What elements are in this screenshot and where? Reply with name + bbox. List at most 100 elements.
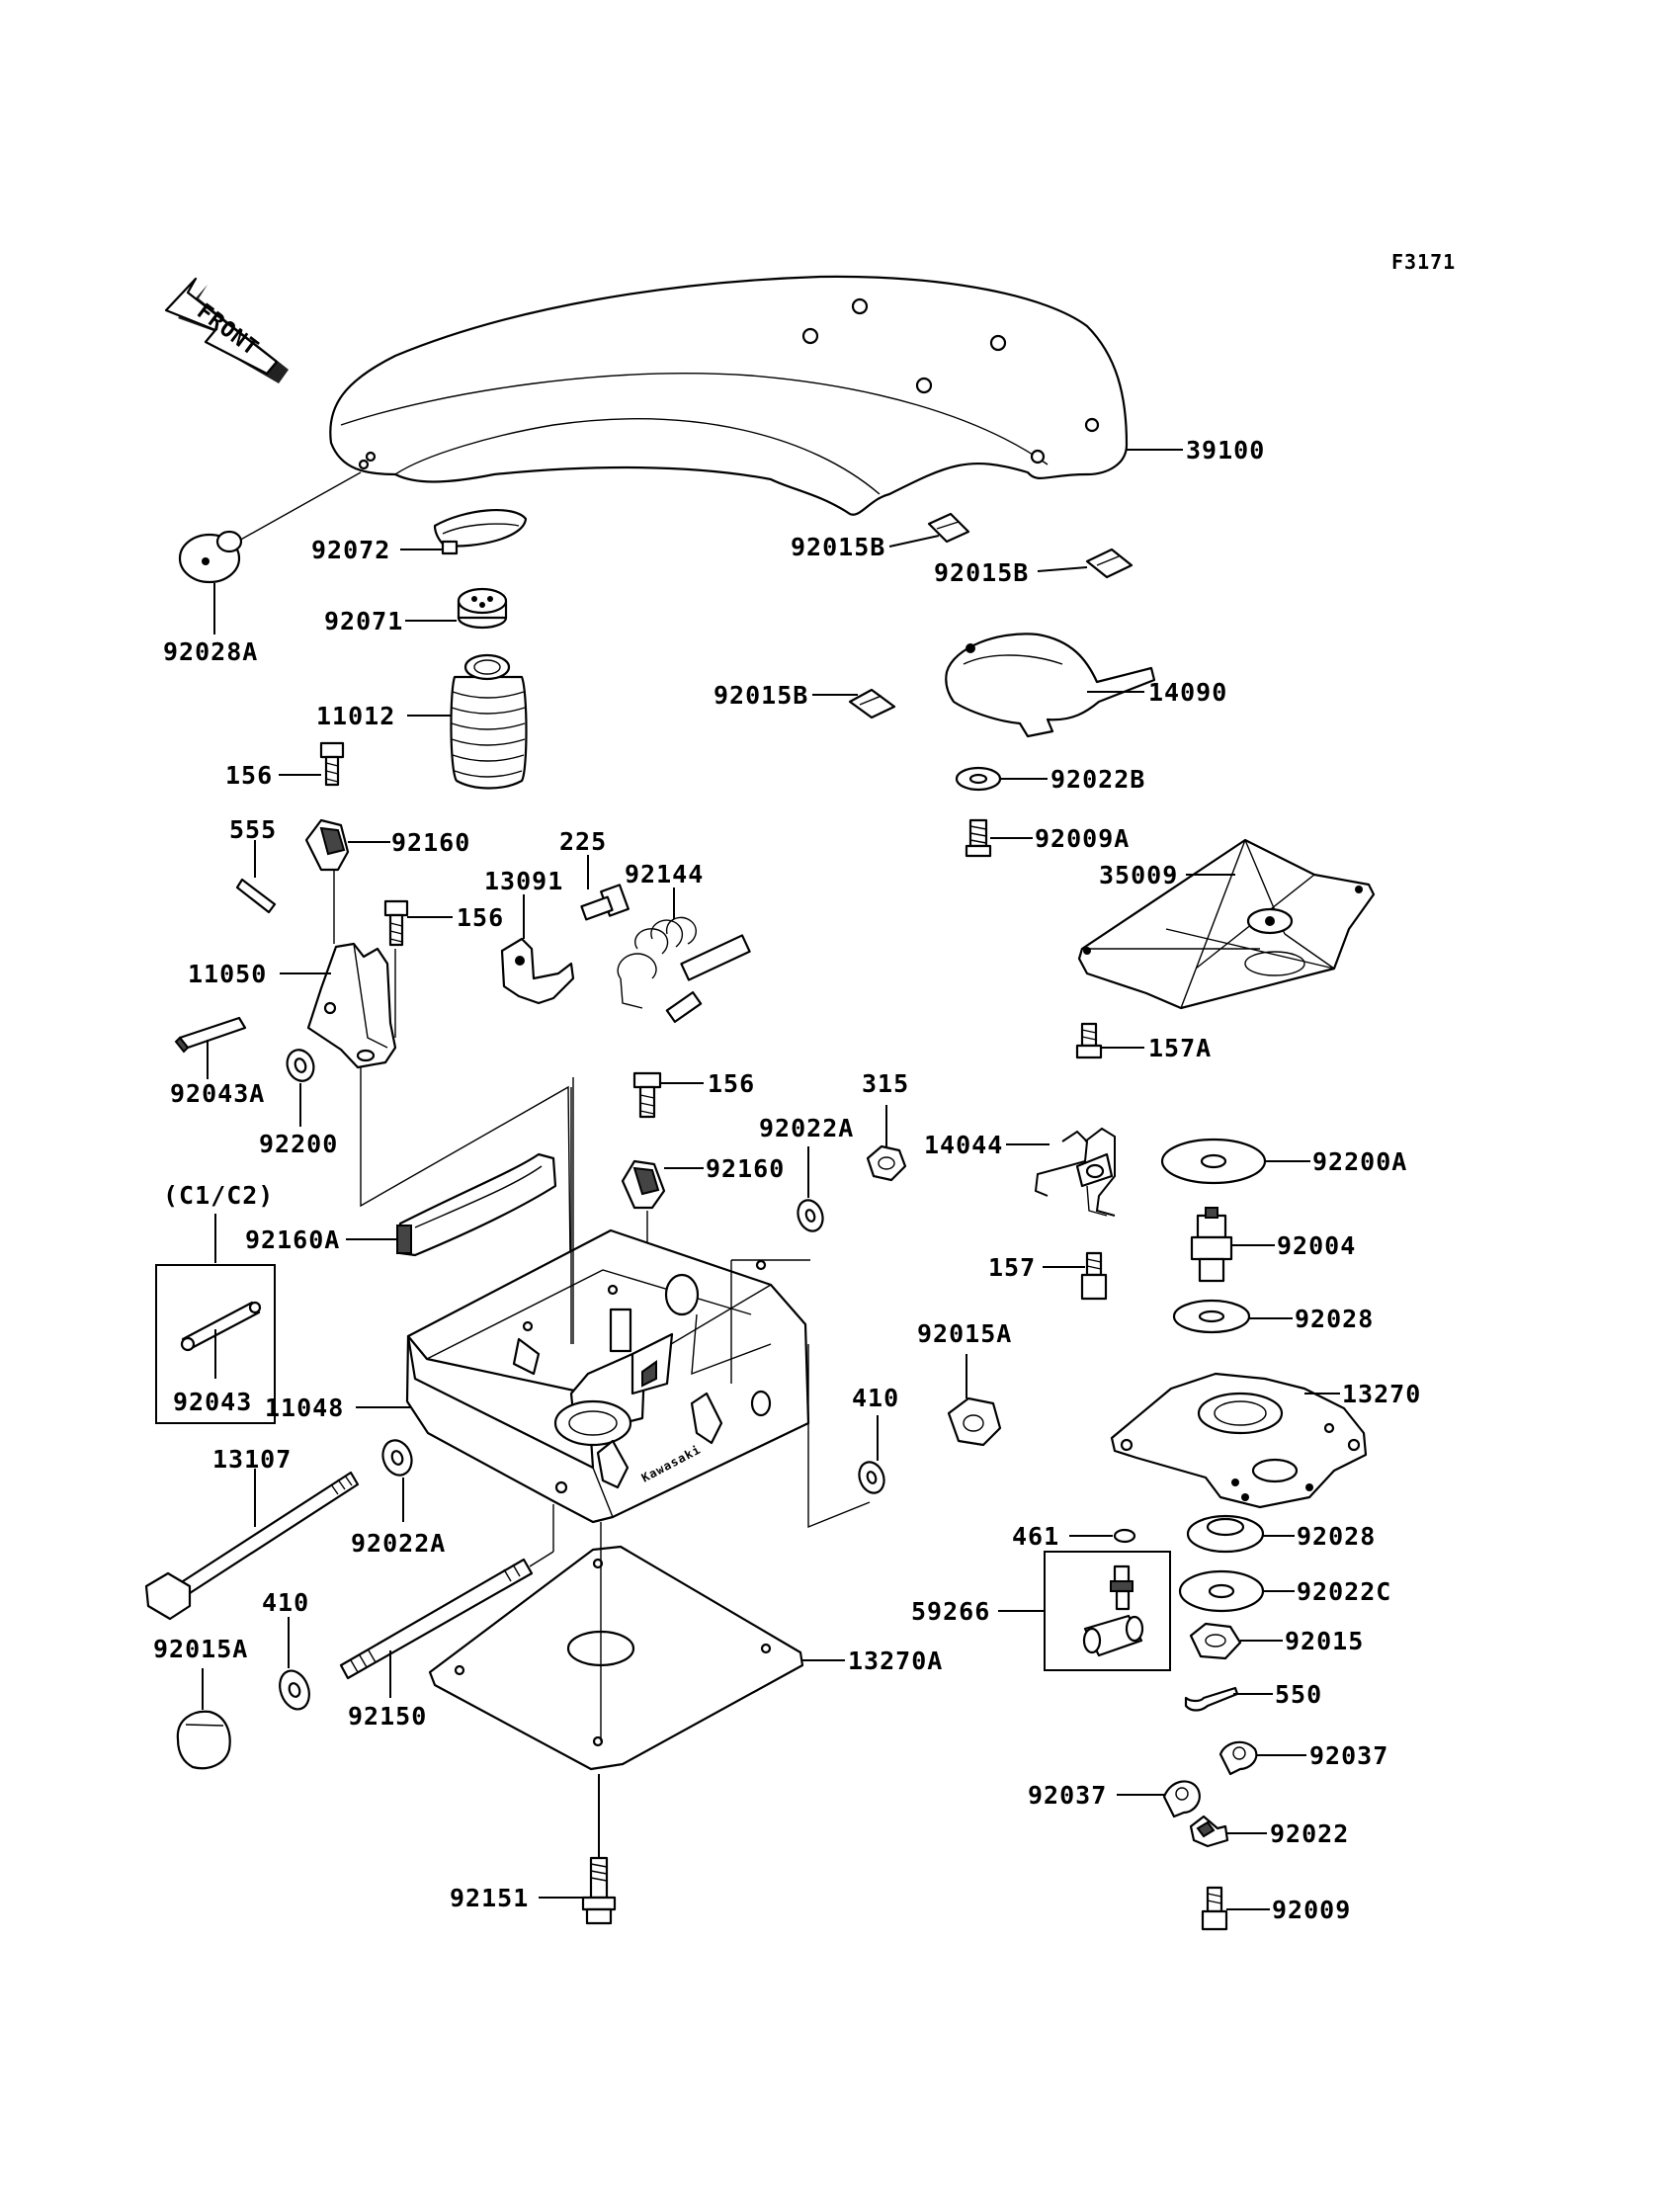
part-92015-nut [1189,1622,1242,1660]
part-92022C-washer [1178,1569,1265,1613]
part-92015B-clip-3 [848,688,896,719]
label-92015B-1: 92015B [791,533,885,561]
part-92015B-clip-1 [927,512,970,544]
label-92043: 92043 [173,1388,252,1416]
label-14090: 14090 [1148,678,1227,707]
part-157A-screw [1075,1022,1103,1059]
label-92072: 92072 [311,536,390,564]
part-92022A-washer-1 [797,1199,824,1232]
part-59266-connector [1082,1564,1144,1657]
label-92028-1: 92028 [1295,1305,1374,1333]
part-13270-plate [1110,1372,1368,1509]
label-156-b: 156 [457,903,504,932]
part-13107-bolt [144,1471,360,1621]
label-92071: 92071 [324,607,403,635]
label-92022: 92022 [1270,1819,1349,1848]
label-92015A-1: 92015A [917,1319,1012,1348]
label-92200: 92200 [259,1130,338,1158]
part-13091-bracket [500,937,575,1005]
part-92150-stud [339,1558,534,1680]
label-39100: 39100 [1186,436,1265,465]
part-92151-bolt [581,1856,617,1925]
label-92015A-2: 92015A [153,1635,248,1663]
label-92160-b: 92160 [706,1154,785,1183]
part-92043A-pin [174,1016,247,1054]
label-13091: 13091 [484,867,563,895]
part-92160-bracket-a [304,818,350,872]
part-92009-screw [1201,1886,1228,1931]
part-13270A-base-plate [428,1545,804,1771]
part-92015B-clip-2 [1085,548,1134,579]
part-410-washer-1 [858,1461,885,1494]
label-157: 157 [988,1253,1036,1282]
part-92022B-washer [955,766,1002,792]
label-92028A: 92028A [163,637,258,666]
part-92043-pin [180,1301,262,1352]
label-92009: 92009 [1272,1896,1351,1924]
group-box-c1-c2 [155,1264,276,1424]
label-410-1: 410 [852,1384,899,1412]
part-92037-clamp-1 [1218,1740,1258,1776]
part-92028-washer-2 [1186,1514,1265,1554]
label-92028-2: 92028 [1297,1522,1376,1551]
part-92028A-cap [178,530,243,584]
label-92004: 92004 [1277,1231,1356,1260]
label-156-a: 156 [225,761,273,790]
label-92160A: 92160A [245,1225,340,1254]
part-92144-spring [617,916,751,1024]
label-92009A: 92009A [1035,824,1130,853]
label-92015B-2: 92015B [934,558,1029,587]
part-555-pin [235,878,277,914]
label-92200A: 92200A [1312,1147,1407,1176]
front-arrow-icon: FRONT [164,277,289,383]
label-92037-2: 92037 [1028,1781,1107,1810]
part-156-bolt-c [632,1071,662,1119]
part-156-bolt-b [383,899,409,947]
label-11048: 11048 [265,1394,344,1422]
label-92015: 92015 [1285,1627,1364,1655]
label-92015B-3: 92015B [714,681,808,710]
part-92160-bracket-b [621,1159,666,1210]
label-461: 461 [1012,1522,1059,1551]
part-156-bolt-a [319,741,345,787]
label-11050: 11050 [188,960,267,988]
part-92072-band [433,509,528,555]
part-92015A-nut-2 [176,1710,231,1770]
part-11012-boot [450,653,528,790]
label-410-2: 410 [262,1588,309,1617]
label-92037-1: 92037 [1309,1741,1388,1770]
part-14090-bracket [945,633,1156,738]
label-92160-a: 92160 [391,828,470,857]
part-92200A-washer [1160,1138,1267,1185]
part-92200-washer [286,1049,315,1082]
label-555: 555 [229,815,277,844]
label-35009: 35009 [1099,861,1178,889]
part-92071-grommet [457,587,508,630]
label-550: 550 [1275,1680,1322,1709]
part-92037-clamp-2 [1162,1780,1201,1818]
label-13107: 13107 [212,1445,292,1474]
label-225: 225 [559,827,607,856]
part-35009-mount [1077,838,1376,1010]
part-39100-cover [329,275,1129,516]
label-11012: 11012 [316,702,395,730]
figure-id: F3171 [1391,250,1456,274]
part-410-washer-2 [279,1669,310,1711]
label-92022C: 92022C [1297,1577,1391,1606]
part-92004-stud [1190,1207,1233,1283]
part-92028-washer-1 [1172,1299,1251,1334]
label-92043A: 92043A [170,1079,265,1108]
label-92151: 92151 [450,1884,529,1912]
part-157-screw [1080,1251,1108,1301]
part-92015A-nut-1 [947,1396,1002,1447]
label-92022B: 92022B [1050,765,1145,794]
part-92009A-screw [965,818,992,858]
part-225-bolt [580,884,630,921]
group-label: (C1/C2) [163,1181,274,1210]
part-11048-battery-box: Kawasaki [405,1228,810,1524]
label-14044: 14044 [924,1131,1003,1159]
label-92022A-1: 92022A [759,1114,854,1142]
label-59266: 59266 [911,1597,990,1626]
label-92144: 92144 [625,860,704,888]
